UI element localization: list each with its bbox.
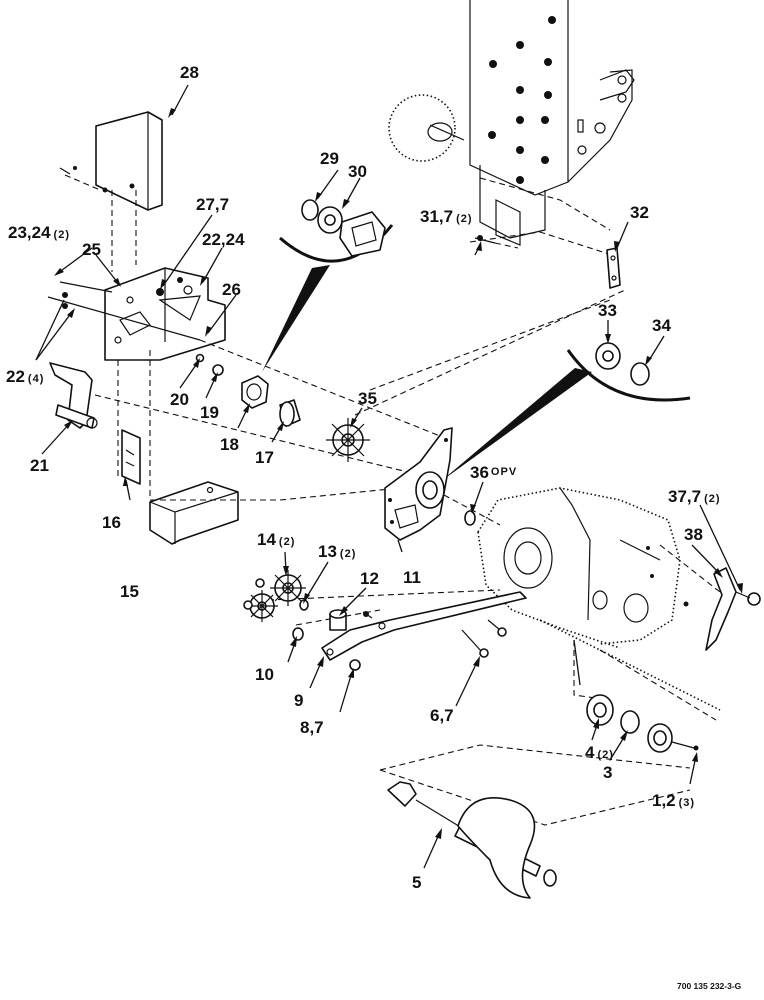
callout-20: 20 [170, 390, 189, 409]
callout-14: 14(2) [257, 530, 295, 549]
callout-19: 19 [200, 403, 219, 422]
callout-28: 28 [180, 63, 199, 82]
callout-13: 13(2) [318, 542, 356, 561]
detail-inset-33-34 [354, 289, 691, 482]
callout-3: 3 [603, 763, 612, 782]
bearing-assembly [586, 694, 699, 753]
part-38-scraper [705, 567, 761, 651]
leader-lines [35, 84, 743, 869]
callout-1-2: 1,2(3) [652, 791, 695, 810]
lower-sprocket-assembly [243, 570, 527, 671]
figure-code: 700 135 232-3-G [677, 981, 742, 991]
part-28-shield [59, 111, 163, 272]
callout-26: 26 [222, 280, 241, 299]
detail-inset-29-30 [262, 199, 394, 372]
callout-10: 10 [255, 665, 274, 684]
callout-9: 9 [294, 691, 303, 710]
part-15-guard [117, 350, 239, 545]
part-11-side-plate [384, 427, 453, 541]
callout-11: 11 [403, 568, 421, 587]
callout-23-24: 23,24(2) [8, 223, 70, 242]
callout-35: 35 [358, 389, 377, 408]
callout-6-7: 6,7 [430, 706, 454, 725]
callout-30: 30 [348, 162, 367, 181]
callout-22: 22(4) [6, 367, 44, 386]
callout-12: 12 [360, 569, 379, 588]
part-25-26-bracket [47, 267, 226, 361]
callout-5: 5 [412, 873, 421, 892]
callout-33: 33 [598, 301, 617, 320]
callout-37-7: 37,7(2) [668, 487, 721, 506]
callout-22-24: 22,24 [202, 230, 245, 249]
callout-labels: 28 29 30 27,7 23,24(2) 22,24 25 26 22(4)… [6, 63, 721, 892]
part-16-plate [121, 429, 141, 485]
part-5-auger [379, 744, 691, 899]
callout-16: 16 [102, 513, 121, 532]
callout-32: 32 [630, 203, 649, 222]
upper-shaft-assembly [94, 339, 451, 501]
callout-29: 29 [320, 149, 339, 168]
callout-31-7: 31,7(2) [420, 207, 473, 226]
part-31-bolt [474, 235, 519, 249]
callout-17: 17 [255, 448, 274, 467]
part-32-bar [606, 247, 621, 289]
callout-8-7: 8,7 [300, 718, 324, 737]
frame-plate [388, 0, 635, 256]
callout-34: 34 [652, 316, 671, 335]
callout-15: 15 [120, 582, 139, 601]
callout-38: 38 [684, 525, 703, 544]
callout-27-7: 27,7 [196, 195, 229, 214]
callout-18: 18 [220, 435, 239, 454]
auger-housing [477, 487, 721, 721]
callout-4: 4(2) [585, 743, 614, 762]
callout-21: 21 [30, 456, 49, 475]
callout-25: 25 [82, 240, 101, 259]
part-21-arm [49, 362, 98, 429]
part-6-bolt [461, 619, 507, 658]
